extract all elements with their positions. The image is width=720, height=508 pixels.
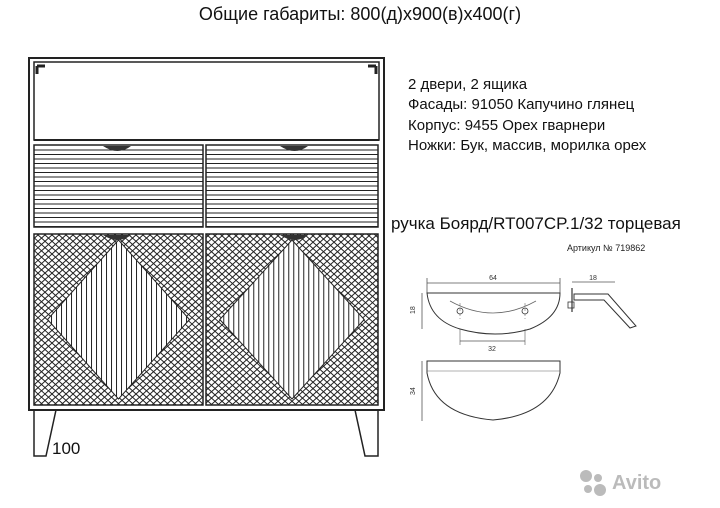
drawer-right-handle: [280, 146, 308, 151]
avito-logo-icon: [580, 470, 606, 496]
dim-holes: 32: [488, 346, 496, 353]
door-left-pattern: [34, 234, 203, 405]
leg-right: [354, 409, 379, 457]
leg-height-label: 100: [52, 439, 81, 458]
door-left-handle: [103, 235, 131, 240]
spec-body: Корпус: 9455 Орех гварнери: [408, 117, 606, 134]
handle-title: ручка Боярд/RT007CP.1/32 торцевая: [391, 214, 681, 233]
spec-legs: Ножки: Бук, массив, морилка орех: [408, 137, 647, 154]
drawer-right-slats: [206, 149, 378, 227]
leg-left: [33, 409, 57, 457]
shelf-hinges: [35, 64, 378, 74]
cabinet-drawing: [28, 57, 385, 457]
spec-doors: 2 двери, 2 ящика: [408, 76, 528, 93]
handle-front-profile: [426, 292, 561, 335]
dim-depth: 34: [410, 387, 417, 395]
dimensions-title: Общие габариты: 800(д)х900(в)х400(г): [198, 4, 522, 24]
handle-drawing: 64 18 32 34: [410, 275, 561, 421]
handle-top-view: [426, 360, 561, 421]
door-right-pattern: [206, 234, 378, 405]
handle-side-profile: 18: [567, 275, 637, 329]
spec-facades: Фасады: 91050 Капучино глянец: [408, 96, 635, 113]
drawer-left-slats: [34, 149, 203, 227]
watermark-text: Avito: [612, 472, 662, 494]
door-left: [33, 233, 204, 406]
dim-width: 64: [489, 275, 497, 282]
door-right-handle: [280, 235, 308, 240]
door-right: [205, 233, 379, 406]
open-shelf: [33, 61, 380, 141]
drawer-left-handle: [103, 146, 131, 151]
handle-article: Артикул № 719862: [567, 243, 646, 253]
dim-height: 18: [410, 306, 417, 314]
dim-side: 18: [589, 275, 597, 282]
